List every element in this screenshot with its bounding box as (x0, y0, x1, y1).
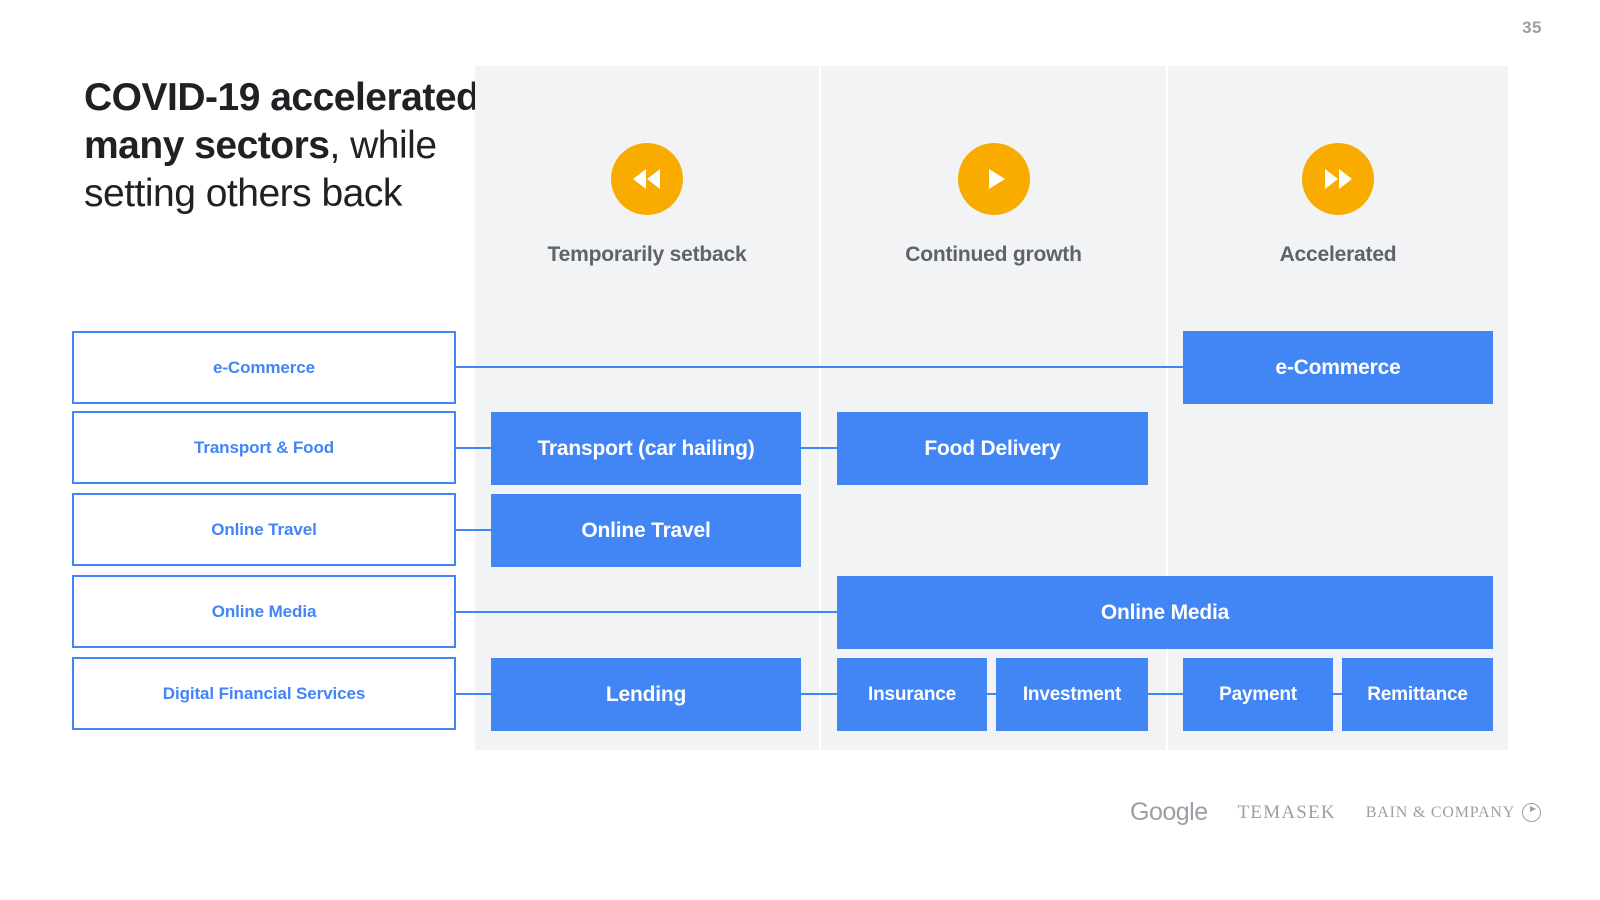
connector-dfs-left (456, 693, 491, 695)
rewind-icon (611, 143, 683, 215)
connector-transport-to-food (801, 447, 837, 449)
connector-insurance-to-investment (987, 693, 996, 695)
play-icon (957, 143, 1030, 215)
box-online-travel[interactable]: Online Travel (491, 494, 801, 567)
category-box-transport-food[interactable]: Transport & Food (72, 411, 456, 484)
category-box-e-commerce[interactable]: e-Commerce (72, 331, 456, 404)
connector-online-media (456, 611, 837, 613)
box-investment[interactable]: Investment (996, 658, 1148, 731)
connector-e-commerce (456, 366, 1185, 368)
box-remittance[interactable]: Remittance (1342, 658, 1493, 731)
connector-transport-food-left (456, 447, 491, 449)
bain-logo-text: BAIN & COMPANY (1365, 803, 1516, 821)
page-title: COVID-19 accelerated many sectors, while… (84, 74, 484, 218)
box-transport-car-hailing[interactable]: Transport (car hailing) (491, 412, 801, 485)
column-label: Accelerated (1279, 243, 1397, 266)
column-header-accelerated: Accelerated (1168, 143, 1508, 267)
box-insurance[interactable]: Insurance (837, 658, 987, 731)
google-logo: Google (1130, 798, 1208, 826)
category-box-digital-financial-services[interactable]: Digital Financial Services (72, 657, 456, 730)
category-box-online-travel[interactable]: Online Travel (72, 493, 456, 566)
page-title-rest: , while setting others back (84, 124, 437, 215)
category-box-online-media[interactable]: Online Media (72, 575, 456, 648)
column-header-continued-growth: Continued growth (821, 143, 1166, 267)
page-number: 35 (1522, 18, 1542, 37)
footer-logos: Google TEMASEK BAIN & COMPANY (1130, 798, 1542, 827)
bain-logo: BAIN & COMPANY (1365, 803, 1542, 822)
connector-payment-to-remittance (1333, 693, 1342, 695)
fast-forward-icon (1302, 143, 1374, 215)
box-online-media[interactable]: Online Media (837, 576, 1493, 649)
column-header-temporarily-setback: Temporarily setback (475, 143, 819, 267)
connector-investment-to-payment (1148, 693, 1183, 695)
connector-online-travel (456, 529, 491, 531)
box-lending[interactable]: Lending (491, 658, 801, 731)
page-title-bold: COVID-19 accelerated many sectors (84, 76, 480, 167)
column-label: Temporarily setback (547, 243, 747, 266)
temasek-logo: TEMASEK (1237, 801, 1336, 823)
box-food-delivery[interactable]: Food Delivery (837, 412, 1148, 485)
bain-circle-icon (1522, 803, 1542, 822)
box-payment[interactable]: Payment (1183, 658, 1333, 731)
connector-lending-to-insurance (801, 693, 837, 695)
column-label: Continued growth (905, 243, 1082, 266)
box-e-commerce-accelerated[interactable]: e-Commerce (1183, 331, 1493, 404)
